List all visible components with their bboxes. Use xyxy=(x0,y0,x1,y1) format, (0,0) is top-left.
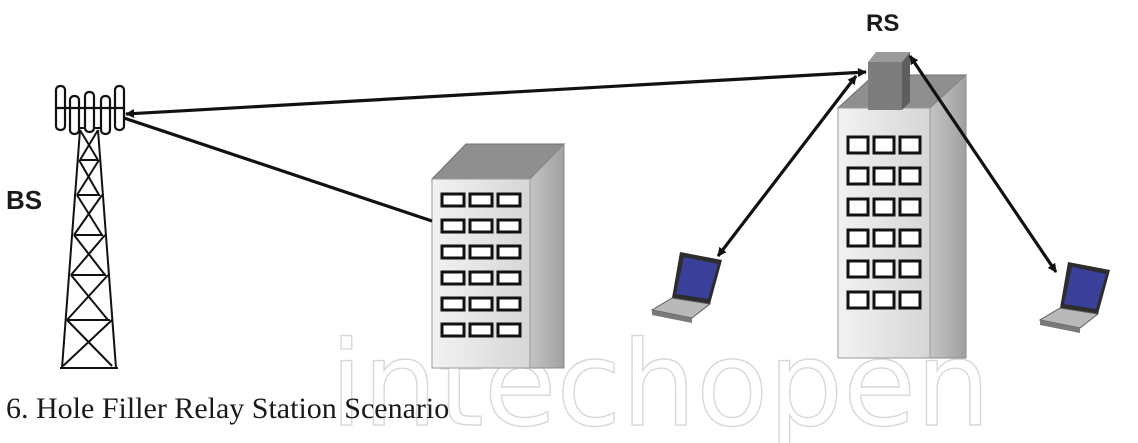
bs-label: BS xyxy=(6,185,42,215)
relay-station-icon xyxy=(868,52,910,110)
building-window xyxy=(846,228,870,248)
building-window xyxy=(468,270,494,286)
building-window xyxy=(898,228,922,248)
building-window xyxy=(846,166,870,186)
building-window xyxy=(872,166,896,186)
building-window xyxy=(872,197,896,217)
building-icon xyxy=(836,73,968,359)
building-window xyxy=(898,166,922,186)
figure-caption: 6. Hole Filler Relay Station Scenario xyxy=(6,392,450,425)
building-window xyxy=(468,322,494,338)
building-window xyxy=(496,192,522,208)
bs-building-link xyxy=(123,116,433,223)
building-window xyxy=(440,218,466,234)
building-window xyxy=(440,270,466,286)
rs-label: RS xyxy=(866,10,899,37)
building-window xyxy=(440,322,466,338)
building-window xyxy=(872,290,896,310)
building-window xyxy=(496,322,522,338)
building-window xyxy=(898,259,922,279)
building-window xyxy=(496,218,522,234)
building-window xyxy=(468,244,494,260)
antenna-icon xyxy=(54,84,126,136)
building-window xyxy=(846,197,870,217)
bs-rs-link-arrow xyxy=(125,67,867,119)
building-window xyxy=(872,228,896,248)
rs-laptop-left-arrow xyxy=(716,75,858,257)
building-window xyxy=(496,270,522,286)
building-window xyxy=(898,290,922,310)
building-window xyxy=(468,296,494,312)
building-window xyxy=(468,218,494,234)
building-window xyxy=(898,197,922,217)
building-window xyxy=(440,192,466,208)
building-window xyxy=(496,244,522,260)
building-window xyxy=(496,296,522,312)
building-window xyxy=(440,296,466,312)
building-window xyxy=(898,135,922,155)
building-window xyxy=(846,259,870,279)
laptop-icon xyxy=(650,252,722,323)
building-window xyxy=(846,290,870,310)
laptop-icon xyxy=(1038,262,1110,333)
building-window xyxy=(468,192,494,208)
building-icon xyxy=(430,142,566,369)
building-window xyxy=(872,259,896,279)
rs-laptop-right-arrow xyxy=(908,55,1058,273)
building-window xyxy=(872,135,896,155)
building-window xyxy=(440,244,466,260)
building-window xyxy=(846,135,870,155)
